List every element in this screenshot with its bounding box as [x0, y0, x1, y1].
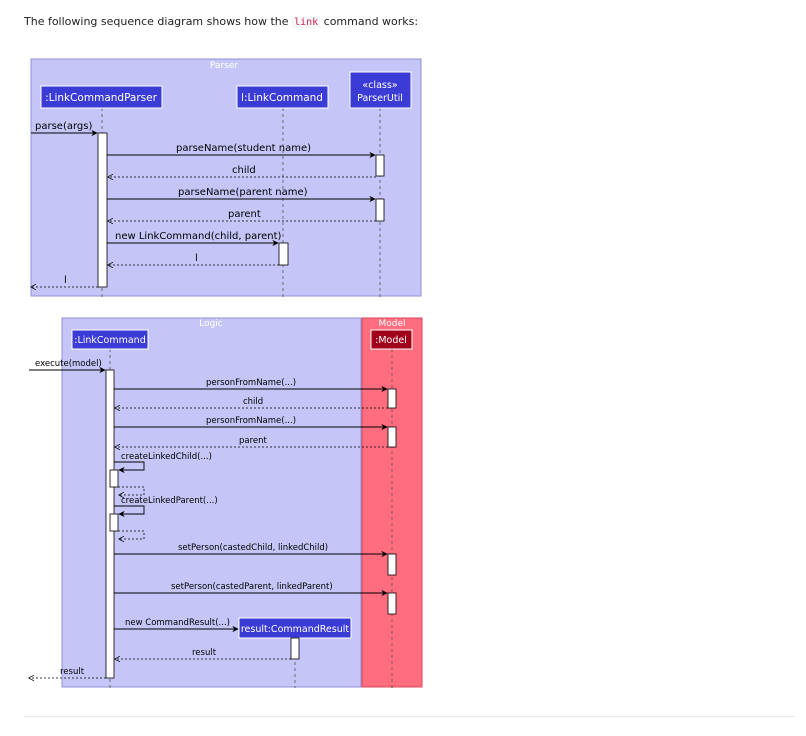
msg-child-return: child: [232, 165, 256, 176]
msg-result-return: result: [192, 648, 217, 658]
logic-box-label: Logic: [199, 319, 223, 329]
participant-result-label: result:CommandResult: [241, 624, 350, 635]
activation-util-1: [375, 154, 385, 177]
activation-parser: [97, 132, 108, 288]
participant-parser-label: :LinkCommandParser: [45, 92, 158, 104]
participant-util: [349, 71, 412, 109]
msg-final-result: result: [60, 667, 85, 677]
activation-model-2: [387, 426, 397, 448]
participant-command: [236, 85, 329, 109]
parser-box-label: Parser: [210, 61, 238, 71]
msg-create-parent-return: [118, 530, 145, 539]
participant-model-label: :Model: [375, 335, 407, 346]
msg-new-result: new CommandResult(...): [125, 618, 230, 628]
intro-text: The following sequence diagram shows how…: [24, 15, 418, 28]
activation-self-parent: [109, 513, 119, 532]
participant-link-command: [71, 329, 149, 350]
msg-create-parent-arrow: [114, 505, 145, 518]
intro-suffix: command works:: [323, 15, 419, 28]
participant-util-stereotype: «class»: [362, 80, 397, 91]
msg-create-parent: createLinkedParent(...): [121, 496, 218, 506]
activation-result: [290, 637, 300, 660]
model-box-label: Model: [378, 319, 405, 329]
activation-util-2: [375, 198, 385, 222]
msg-person-child: personFromName(...): [206, 378, 296, 388]
msg-l-return: l: [195, 253, 198, 264]
section-divider: [24, 716, 794, 717]
msg-set-child: setPerson(castedChild, linkedChild): [178, 543, 328, 553]
logic-diagram: Logic Model :LinkCommand :Model result:C…: [29, 317, 423, 688]
activation-self-child: [109, 469, 119, 488]
msg-parse-student: parseName(student name): [176, 143, 311, 154]
msg-person-parent: personFromName(...): [206, 416, 296, 426]
activation-model-3: [387, 553, 397, 576]
msg-parse-parent: parseName(parent name): [178, 187, 308, 198]
msg-final-return: l: [64, 275, 67, 286]
msg-create-child-return: [118, 486, 145, 495]
participant-link-command-label: :LinkCommand: [74, 335, 145, 346]
participant-command-label: l:LinkCommand: [241, 92, 323, 104]
participant-model: [370, 329, 413, 350]
msg-parent-return: parent: [228, 209, 261, 220]
msg-parse: parse(args): [35, 121, 92, 132]
msg-child-return2: child: [243, 397, 263, 407]
msg-new-command: new LinkCommand(child, parent): [115, 231, 282, 242]
command-code: link: [292, 17, 321, 28]
participant-util-label: ParserUtil: [357, 93, 403, 104]
msg-create-child-arrow: [114, 461, 145, 474]
msg-set-parent: setPerson(castedParent, linkedParent): [171, 582, 333, 592]
parser-diagram: Parser :LinkCommandParser l:LinkCommand …: [31, 58, 422, 300]
activation-model-1: [387, 388, 397, 409]
intro-prefix: The following sequence diagram shows how…: [24, 15, 289, 28]
msg-create-child: createLinkedChild(...): [121, 452, 212, 462]
participant-parser: [40, 85, 163, 109]
activation-model-4: [387, 592, 397, 615]
msg-execute: execute(model): [35, 359, 102, 369]
activation-command: [278, 242, 289, 266]
msg-parent-return2: parent: [239, 436, 268, 446]
